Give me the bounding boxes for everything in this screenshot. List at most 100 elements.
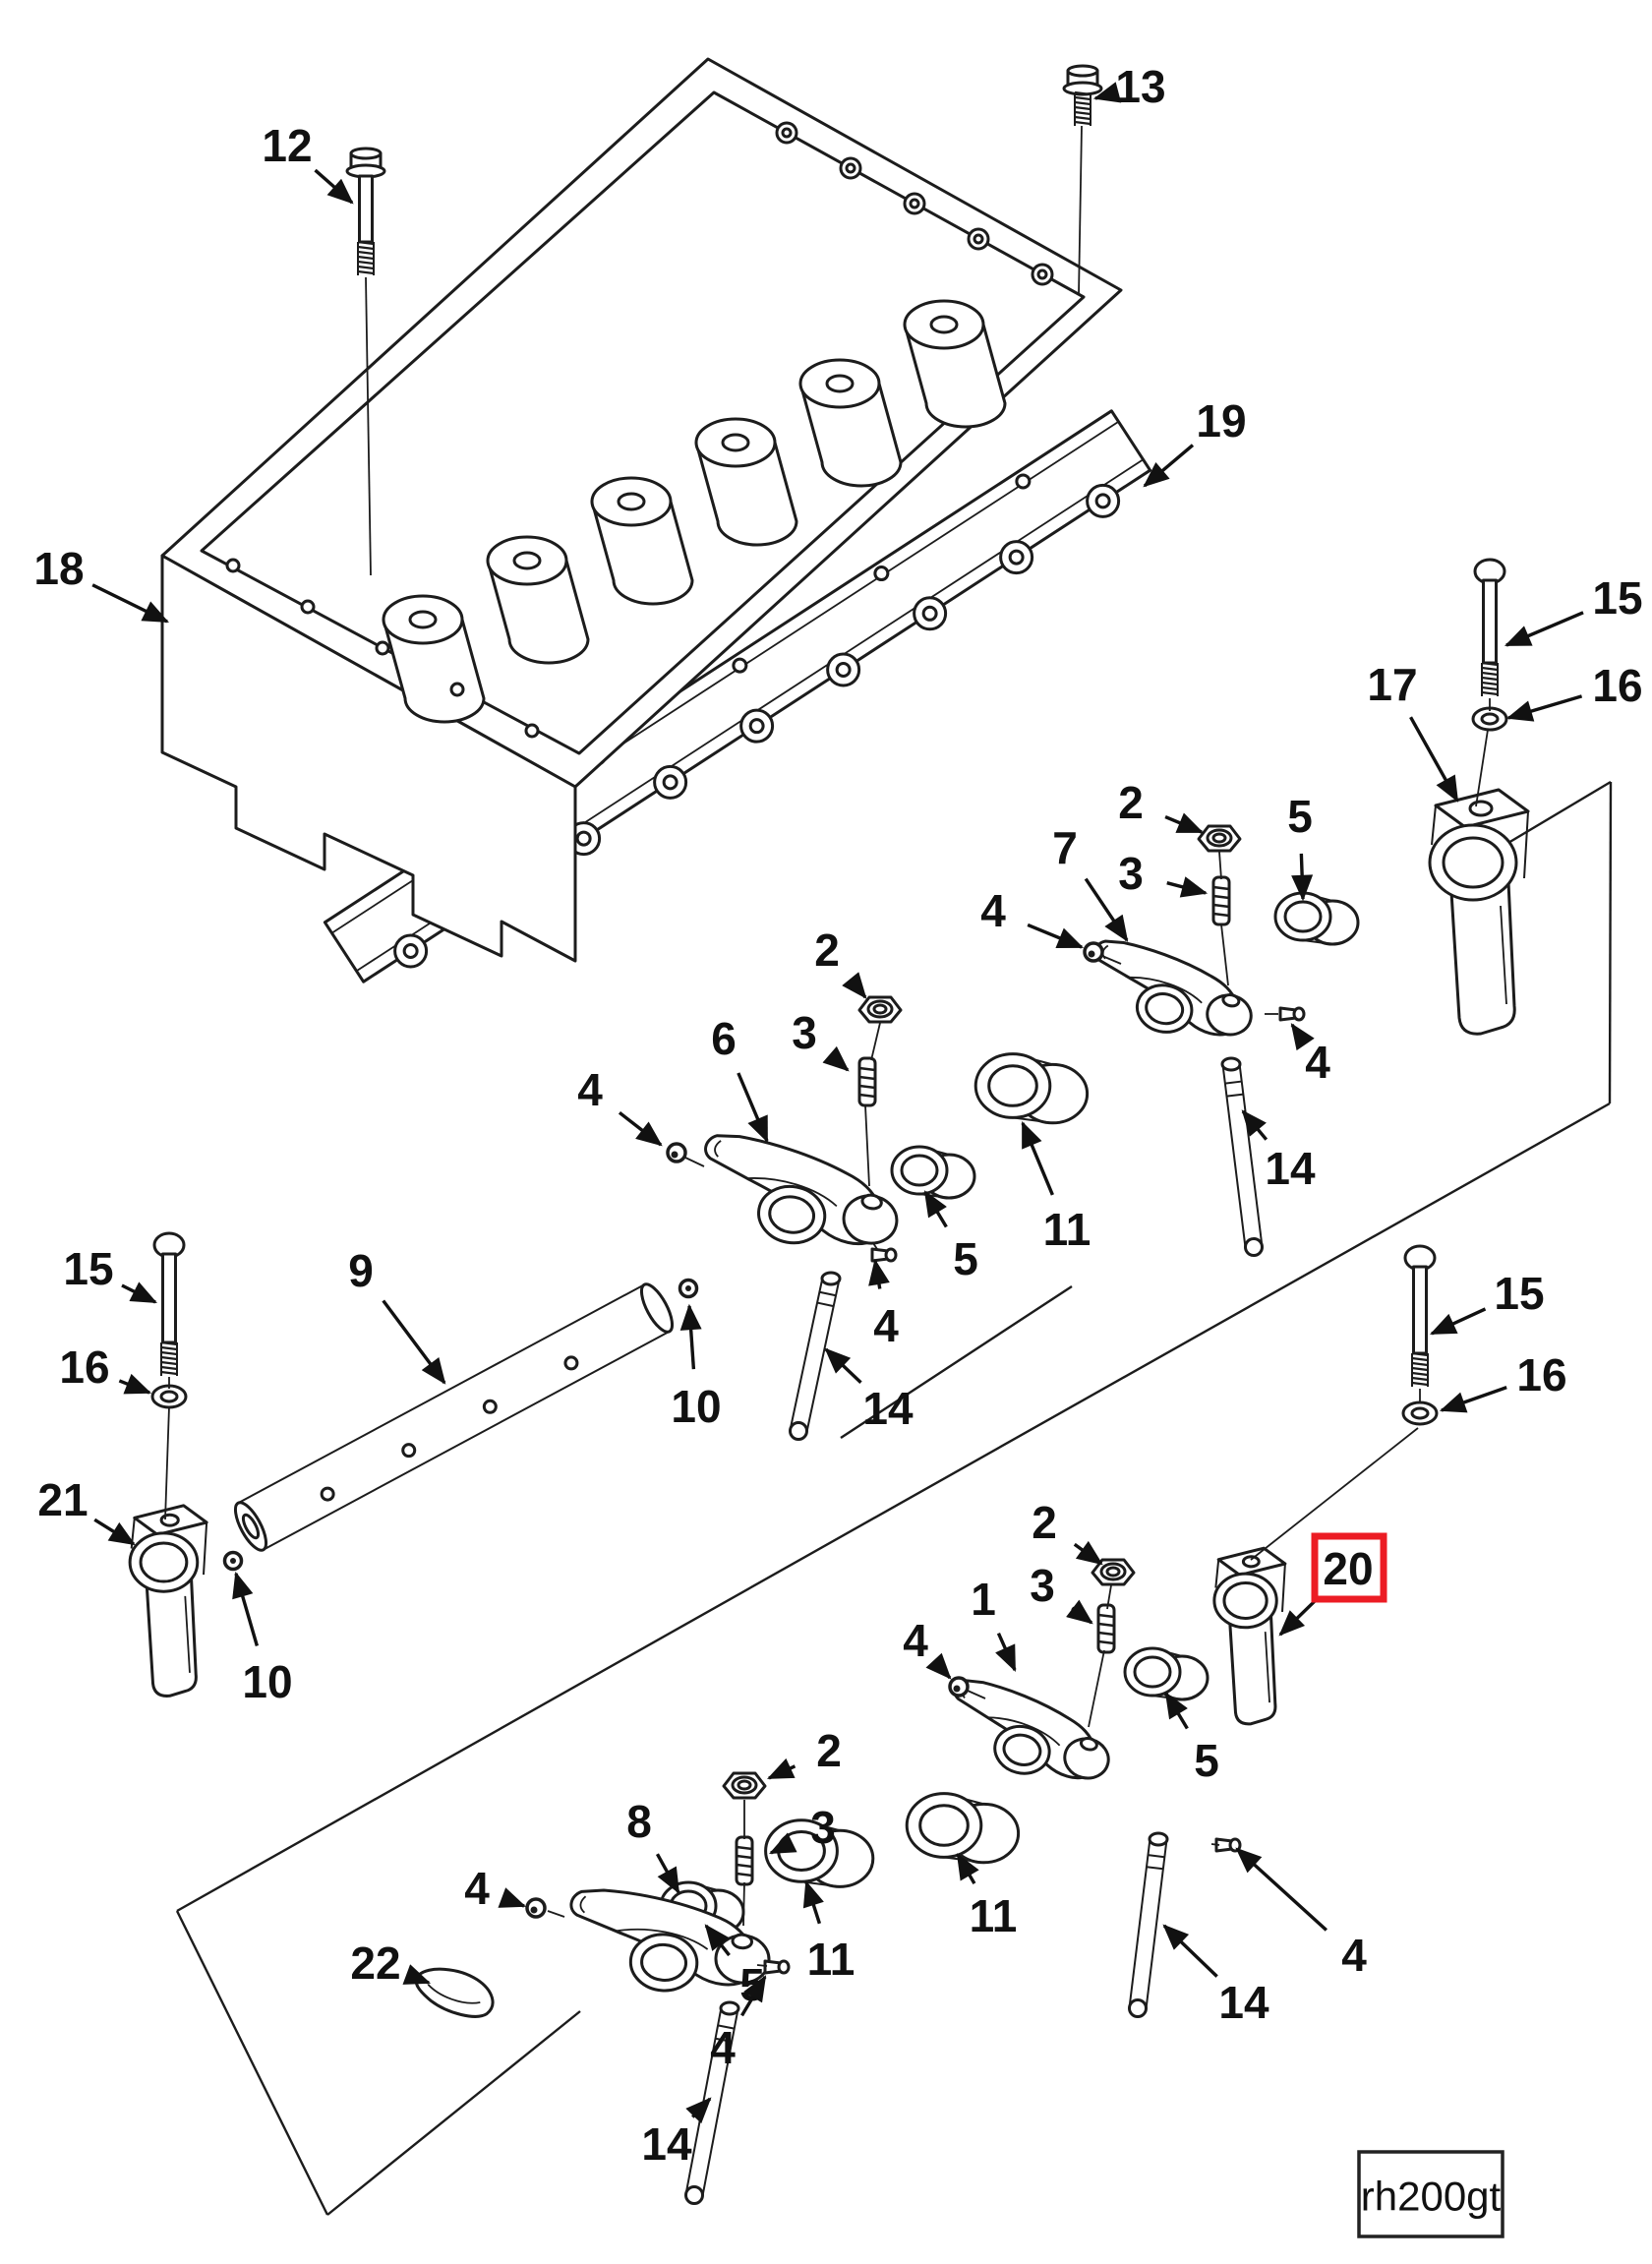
axis-line <box>864 1104 870 1187</box>
callout-label: 5 <box>1194 1735 1219 1786</box>
axis-line <box>164 1405 170 1520</box>
axis-line <box>1210 1843 1220 1846</box>
bolt-thread <box>160 1360 178 1366</box>
leader-arrow <box>704 1924 731 1957</box>
ball-part <box>525 1897 547 1919</box>
callout-label: 2 <box>814 924 840 976</box>
washer-hole <box>1410 1406 1430 1420</box>
callout-label: 16 <box>1592 660 1642 711</box>
adjusting-screw-part <box>1211 875 1231 926</box>
leader-arrow <box>824 1347 862 1385</box>
callout-11: 11 <box>1021 1120 1091 1255</box>
bolt-thread <box>1481 681 1499 686</box>
leader-arrow <box>1084 877 1129 942</box>
pin-part <box>1278 1006 1306 1022</box>
leader-arrow <box>685 2097 712 2124</box>
axis-line <box>1106 1584 1112 1610</box>
leader-arrow <box>769 1832 797 1855</box>
callout-label: 14 <box>1265 1143 1316 1194</box>
pin-part <box>870 1247 898 1263</box>
leader-arrow <box>1143 444 1195 488</box>
cover-rim-hole <box>300 599 316 615</box>
bolt-thread <box>1411 1361 1429 1367</box>
mounting-bolt-part <box>1473 558 1506 696</box>
callout-3: 3 <box>1118 848 1209 899</box>
washer-part <box>1401 1400 1439 1426</box>
callout-14: 14 <box>824 1347 914 1434</box>
leader-arrow <box>498 1887 527 1908</box>
highlight-box <box>1311 1532 1387 1603</box>
shaft-end <box>639 1282 675 1334</box>
callout-label: 14 <box>641 2118 692 2170</box>
ball-part <box>948 1676 970 1698</box>
callout-label: 15 <box>1592 572 1642 624</box>
plug-part <box>222 1550 244 1572</box>
callout-11: 11 <box>802 1879 855 1985</box>
axis-line <box>756 1964 768 1967</box>
adjusting-screw-part <box>1096 1603 1116 1654</box>
callout-label: 4 <box>980 885 1006 936</box>
pushrod-edge <box>789 1277 824 1430</box>
ball-shade <box>1088 950 1095 958</box>
washer-hole <box>159 1390 179 1403</box>
callout-5: 5 <box>923 1190 978 1284</box>
pushrod-part <box>1220 1055 1264 1257</box>
callout-label: 12 <box>262 120 312 171</box>
callout-label: 11 <box>970 1890 1018 1941</box>
cover-boss-hole <box>721 433 750 452</box>
leader-arrow <box>740 1975 767 2017</box>
rocker-support-part <box>128 1504 208 1698</box>
axis-line <box>872 1242 878 1250</box>
shaft-oil-hole <box>401 1443 417 1459</box>
bushing-part <box>1123 1646 1210 1701</box>
callout-15: 15 <box>1504 572 1643 647</box>
bushing-bore <box>1283 900 1323 933</box>
plug-center <box>230 1558 236 1564</box>
bolt-thread <box>1481 671 1499 677</box>
callout-label: 4 <box>1341 1930 1367 1981</box>
callout-15: 15 <box>1430 1268 1545 1336</box>
callout-label: 4 <box>464 1863 490 1914</box>
callout-label: 3 <box>1030 1560 1055 1611</box>
axis-line <box>547 1910 565 1918</box>
cover-boss-body <box>798 382 903 488</box>
pushrod-part <box>789 1270 842 1441</box>
gasket-tab-hole <box>402 942 419 959</box>
ball-shade <box>953 1685 961 1693</box>
pushrod-ball-end <box>1244 1237 1264 1257</box>
bolt-thread <box>357 260 375 266</box>
axis-line <box>1088 1649 1105 1728</box>
axis-line <box>365 276 372 576</box>
pushrod-cup <box>1220 1056 1242 1072</box>
callout-5: 5 <box>1287 791 1314 902</box>
screw-body <box>735 1835 754 1886</box>
cover-rim-hole <box>225 558 241 573</box>
callout-16: 16 <box>1439 1349 1567 1413</box>
axis-lines <box>164 125 1491 1967</box>
callout-label: 18 <box>33 543 84 594</box>
callout-label: 2 <box>1118 777 1144 828</box>
callout-label: 3 <box>810 1802 836 1853</box>
pushrod-collar <box>816 1301 834 1308</box>
gasket-tab-hole <box>921 605 938 622</box>
flange-nut-part <box>1197 824 1242 853</box>
callout-14: 14 <box>641 2097 712 2170</box>
callout-16: 16 <box>59 1341 152 1395</box>
leader-arrow <box>923 1190 948 1228</box>
bolt-shaft <box>161 1252 177 1344</box>
shaft-bushing-part <box>974 1052 1090 1125</box>
leader-arrow <box>1291 853 1314 902</box>
pushrod-cup <box>1148 1831 1169 1847</box>
leader-arrow <box>1409 716 1459 803</box>
callout-14: 14 <box>1162 1924 1269 2028</box>
callout-2: 2 <box>1032 1497 1103 1566</box>
leader-arrow <box>382 1299 446 1385</box>
parts <box>128 57 1530 2205</box>
gasket-tab-hole <box>835 661 852 678</box>
callout-2: 2 <box>1118 777 1205 834</box>
bolt-thread <box>160 1365 178 1371</box>
axis-line <box>1250 1427 1419 1561</box>
bushing-bore <box>1133 1655 1172 1689</box>
